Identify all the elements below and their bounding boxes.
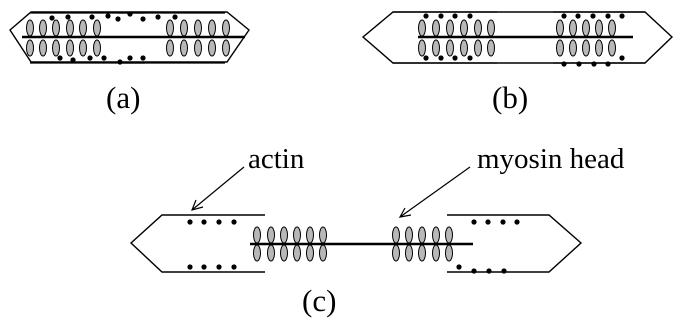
actin-label: actin (248, 143, 305, 175)
panel-c-sarcomere (129, 166, 583, 274)
actin-binding-sites (187, 219, 520, 274)
sarcomere-boundary-right (447, 214, 583, 273)
panel-b-sarcomere (361, 11, 674, 67)
actin-binding-sites (49, 11, 178, 65)
panel-c-caption: (c) (302, 283, 337, 318)
panel-b-caption: (b) (492, 80, 529, 115)
myosin-heads (253, 226, 453, 262)
myosin-heads (26, 19, 230, 57)
sarcomere-boundary (9, 11, 250, 63)
panel-a-caption: (a) (106, 80, 141, 115)
myosin-heads (418, 19, 616, 57)
panel-a-sarcomere (9, 11, 250, 65)
sarcomere-boundary-left (129, 214, 265, 273)
actin-binding-sites (423, 13, 625, 67)
myosin-head-label: myosin head (477, 143, 625, 175)
callout-arrow-myosin-head (398, 166, 471, 218)
callout-arrow-actin (190, 166, 245, 211)
